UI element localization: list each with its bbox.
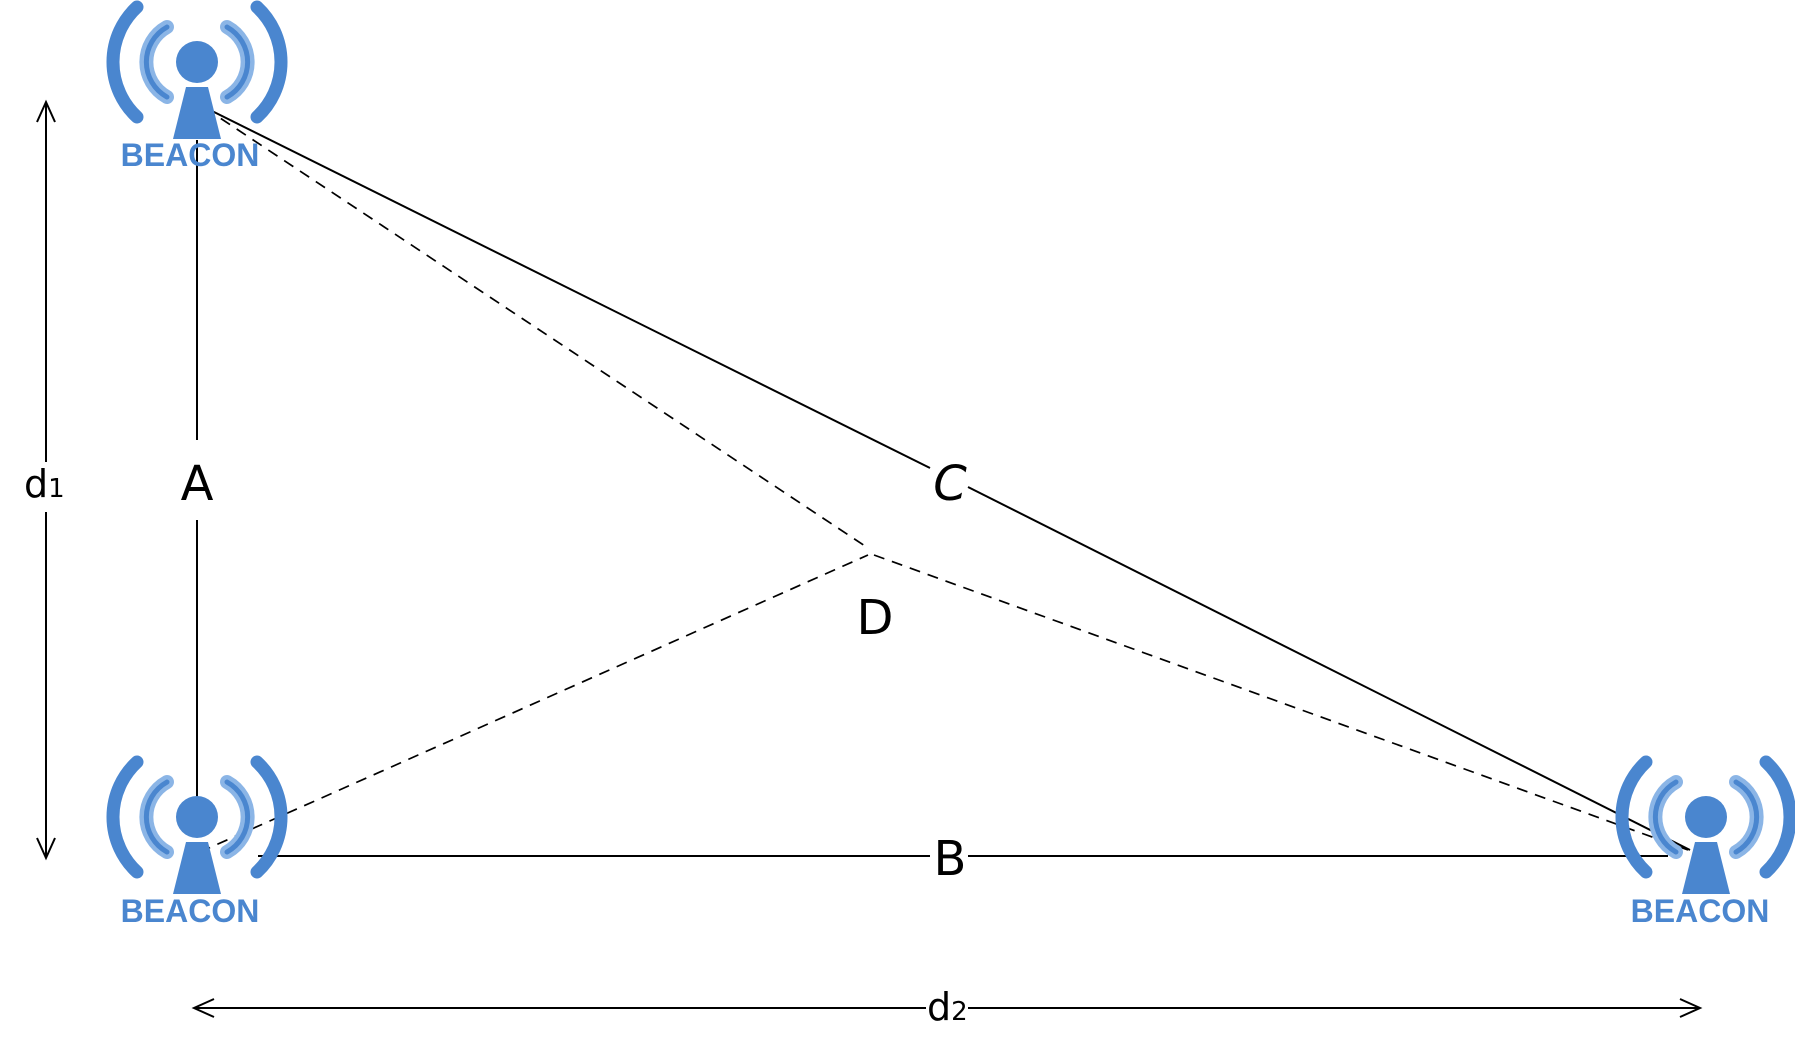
- dashed-line-top-to-d: [204, 107, 869, 549]
- d2-label: d2: [927, 985, 968, 1029]
- beacon-label: BEACON: [121, 137, 260, 173]
- d2-dimension-arrow: [191, 998, 1703, 1018]
- beacon-tower-icon: [113, 7, 281, 139]
- side-c-line-lower: [967, 486, 1691, 851]
- d1-subscript: 1: [48, 474, 65, 504]
- d1-dimension-arrow: [36, 99, 56, 861]
- beacon-bottom-left: BEACON: [113, 762, 281, 929]
- beacon-bottom-right: BEACON: [1622, 762, 1790, 929]
- d1-main: d: [24, 462, 48, 506]
- side-b-label: B: [934, 831, 967, 887]
- point-d-label: D: [857, 590, 894, 646]
- beacon-top-left: BEACON: [113, 7, 281, 173]
- beacon-label: BEACON: [1631, 893, 1770, 929]
- d1-label: d1: [24, 462, 65, 506]
- side-a-label: A: [181, 456, 214, 512]
- side-c-line-upper: [209, 109, 931, 469]
- dashed-line-bottom-left-to-d: [199, 554, 869, 853]
- side-c-label: C: [933, 456, 967, 512]
- d2-main: d: [927, 985, 951, 1029]
- d2-subscript: 2: [951, 997, 968, 1027]
- beacon-label: BEACON: [121, 893, 260, 929]
- dashed-line-d-to-bottom-right: [873, 554, 1689, 851]
